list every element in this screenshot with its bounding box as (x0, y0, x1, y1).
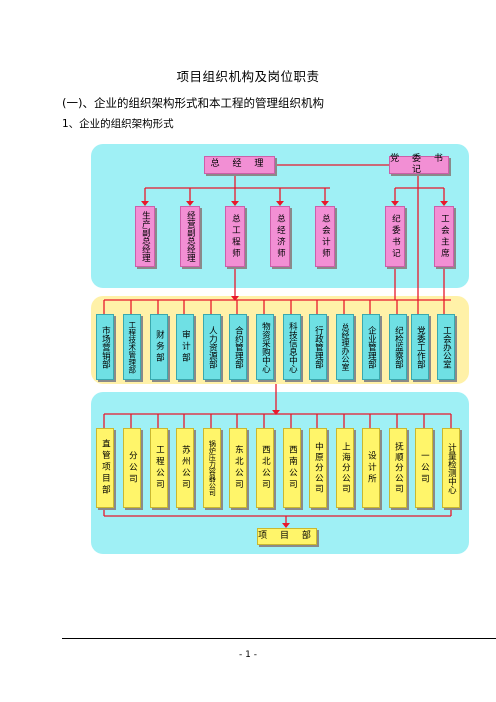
dept-box: 纪检监察部 (389, 314, 407, 380)
dept-box: 财务部 (150, 314, 168, 380)
dept-box: 审计部 (176, 314, 194, 380)
dept-box: 人力资源部 (203, 314, 221, 380)
dept-box: 总经理办公室 (336, 314, 354, 380)
company-box: 一公司 (415, 428, 433, 508)
footer-divider (62, 638, 496, 639)
dept-box: 市场营销部 (96, 314, 114, 380)
company-box: 抚顺分公司 (389, 428, 407, 508)
dept-box: 行政管理部 (309, 314, 327, 380)
dept-box: 工会办公室 (437, 314, 455, 380)
project-department-box: 项 目 部 (257, 528, 317, 545)
general-manager-box: 总 经 理 (204, 156, 275, 174)
chief-engineer-box: 总工程师 (225, 206, 245, 267)
subsection-heading: 1、企业的组织架构形式 (62, 118, 174, 130)
company-box: 工程公司 (150, 428, 168, 508)
company-box: 计量检测中心 (442, 428, 460, 508)
union-chairman-box: 工会主席 (434, 206, 454, 267)
company-box: 锅炉压力容器公司 (203, 428, 221, 508)
dept-box: 企业管理部 (362, 314, 380, 380)
vp-production-box: 生产副总经理 (135, 206, 155, 267)
dept-box: 物资采购中心 (256, 314, 274, 380)
company-box: 苏州公司 (176, 428, 194, 508)
chief-accountant-box: 总会计师 (315, 206, 335, 267)
company-box: 分公司 (123, 428, 141, 508)
dept-box: 工程技术管理部 (123, 314, 141, 380)
section-heading: (一)、企业的组织架构形式和本工程的管理组织机构 (62, 96, 324, 110)
company-box: 东北公司 (229, 428, 247, 508)
company-box: 直管项目部 (96, 428, 114, 508)
dept-box: 合约管理部 (229, 314, 247, 380)
company-box: 西南公司 (283, 428, 301, 508)
dept-box: 党委工作部 (411, 314, 429, 380)
dept-box: 科技信息中心 (283, 314, 301, 380)
company-box: 西北公司 (256, 428, 274, 508)
discipline-secretary-box: 纪委书记 (385, 206, 405, 267)
chief-economist-box: 总经济师 (270, 206, 290, 267)
company-box: 上海分公司 (336, 428, 354, 508)
page-number: - 1 - (239, 650, 257, 660)
page-title: 项目组织机构及岗位职责 (176, 69, 320, 84)
vp-business-box: 经营副总经理 (180, 206, 200, 267)
company-box: 设计所 (362, 428, 380, 508)
party-secretary-box: 党 委 书 记 (389, 153, 449, 175)
company-box: 中原分公司 (309, 428, 327, 508)
